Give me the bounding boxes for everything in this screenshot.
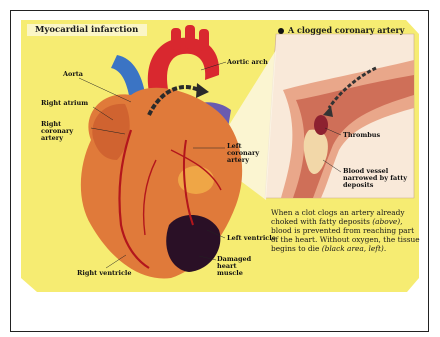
label-right-atrium: Right atrium: [41, 100, 88, 107]
caption-text: When a clot clogs an artery already chok…: [271, 208, 421, 253]
label-thrombus: Thrombus: [343, 132, 380, 139]
bullet-icon: [278, 28, 284, 34]
inset-title-text: A clogged coronary artery: [288, 25, 404, 35]
label-damaged-heart-muscle: Damaged heart muscle: [217, 256, 259, 277]
diagram-title: Myocardial infarction: [35, 25, 138, 35]
caption-em-1: (above): [372, 217, 400, 226]
caption-part-3: .: [384, 244, 386, 253]
label-narrowed-vessel: Blood vessel narrowed by fatty deposits: [343, 168, 411, 189]
caption-em-2: (black area, left): [322, 244, 384, 253]
inset-title: A clogged coronary artery: [278, 25, 404, 35]
label-right-ventricle: Right ventricle: [77, 270, 132, 277]
myocardial-infarction-illustration: Myocardial infarction A clogged coronary…: [21, 20, 419, 292]
label-aorta: Aorta: [63, 71, 83, 78]
label-right-coronary-artery: Right coronary artery: [41, 121, 87, 142]
thrombus-clot: [314, 115, 328, 135]
label-left-coronary-artery: Left coronary artery: [227, 143, 271, 164]
label-left-ventricle: Left ventricle: [227, 235, 276, 242]
label-aortic-arch: Aortic arch: [227, 59, 268, 66]
aortic-branch-3: [199, 29, 209, 51]
aortic-branch-2: [185, 25, 195, 49]
aortic-branch-1: [171, 28, 181, 50]
